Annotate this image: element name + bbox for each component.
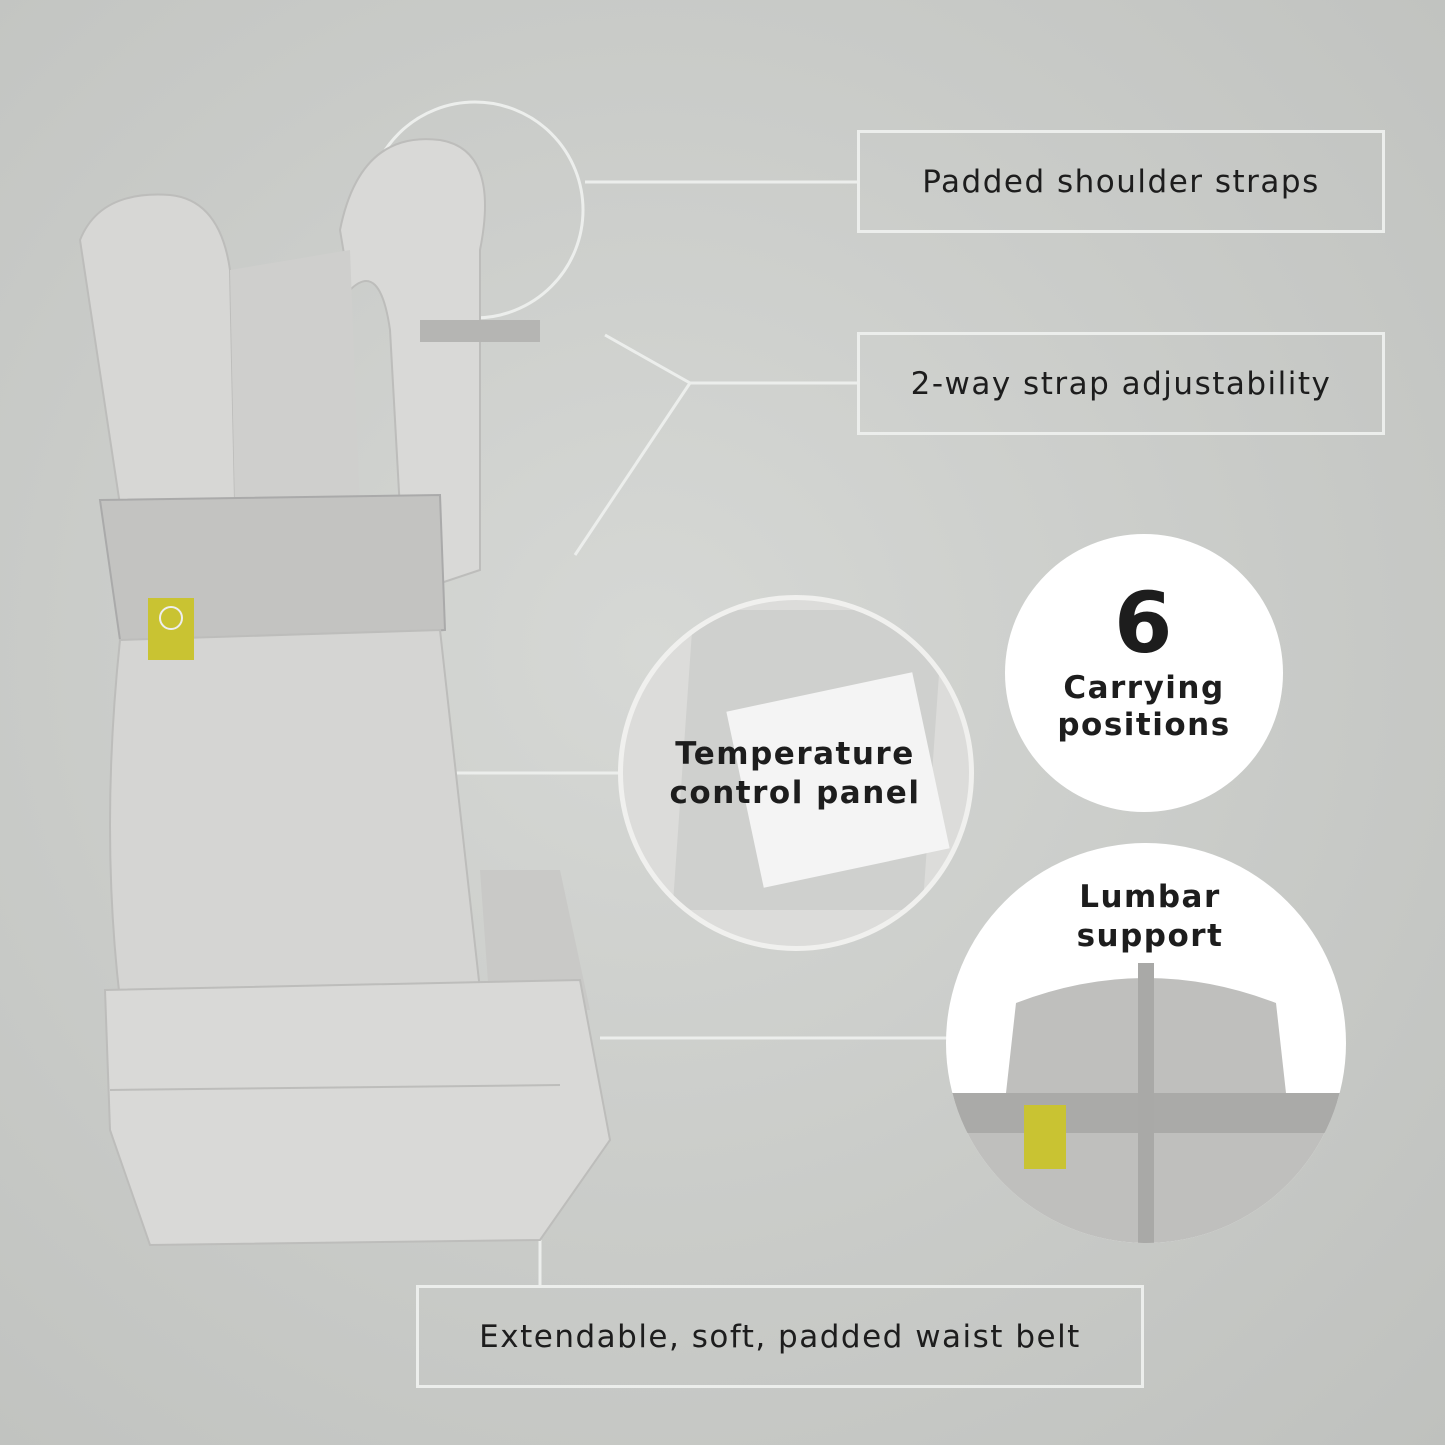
- positions-number: 6: [1114, 574, 1174, 672]
- feature-label-waist-belt: Extendable, soft, padded waist belt: [416, 1285, 1144, 1388]
- lumbar-label: Lumbar support: [1076, 879, 1224, 954]
- temperature-panel-inset: [618, 595, 974, 951]
- baby-carrier-image: [78, 138, 612, 1247]
- feature-label-shoulder-straps: Padded shoulder straps: [857, 130, 1385, 233]
- lumbar-support-inset: [946, 843, 1346, 1243]
- temperature-label: Temperature control panel: [669, 736, 921, 811]
- brand-logo-tag: [148, 598, 194, 660]
- feature-label-strap-adjustability: 2-way strap adjustability: [857, 332, 1385, 435]
- positions-badge: [1005, 534, 1283, 812]
- positions-label: Carrying positions: [1057, 670, 1231, 743]
